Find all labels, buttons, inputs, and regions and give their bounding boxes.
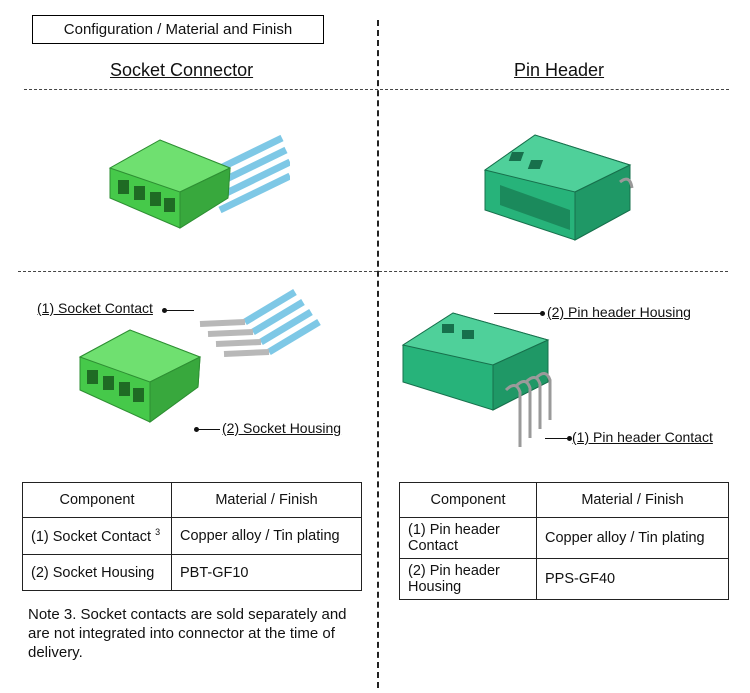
- callout-leader: [196, 429, 220, 430]
- column-header: Material / Finish: [171, 482, 362, 518]
- callout-dot: [540, 311, 545, 316]
- callout-leader: [494, 313, 544, 314]
- footnote: Note 3. Socket contacts are sold separat…: [28, 606, 347, 661]
- horizontal-divider-top: [24, 89, 729, 90]
- pin-header-heading: Pin Header: [514, 60, 605, 80]
- socket-contact-callout: (1) Socket Contact: [37, 300, 153, 316]
- table-row: (2) Socket Housing PBT-GF10: [22, 554, 362, 591]
- column-header: Material / Finish: [536, 482, 729, 518]
- table-cell: Copper alloy / Tin plating: [536, 517, 729, 559]
- table-cell: (2) Socket Housing: [22, 554, 172, 591]
- pin-header-exploded-image: [401, 312, 552, 447]
- pin-header-contact-callout: (1) Pin header Contact: [572, 429, 713, 445]
- table-cell: (1) Pin header Contact: [399, 517, 537, 559]
- pin-header-material-table: Component Material / Finish (1) Pin head…: [399, 482, 729, 600]
- callout-leader: [545, 438, 569, 439]
- pin-header-housing-callout: (2) Pin header Housing: [547, 304, 691, 320]
- table-cell: PPS-GF40: [536, 558, 729, 600]
- table-header-row: Component Material / Finish: [22, 482, 362, 518]
- vertical-divider: [377, 20, 379, 688]
- footnote-marker: 3: [155, 527, 161, 538]
- table-cell: (2) Pin header Housing: [399, 558, 537, 600]
- callout-dot: [567, 436, 572, 441]
- table-cell: (1) Socket Contact 3: [22, 517, 172, 555]
- socket-exploded-image: [78, 288, 321, 423]
- table-row: (2) Pin header Housing PPS-GF40: [399, 558, 729, 600]
- table-header-row: Component Material / Finish: [399, 482, 729, 518]
- socket-material-table: Component Material / Finish (1) Socket C…: [22, 482, 362, 591]
- callout-dot: [162, 308, 167, 313]
- component-name: (1) Socket Contact: [31, 528, 152, 545]
- column-header: Component: [22, 482, 172, 518]
- socket-housing-callout: (2) Socket Housing: [222, 420, 342, 436]
- callout-leader: [164, 310, 194, 311]
- socket-connector-heading: Socket Connector: [110, 60, 254, 80]
- table-row: (1) Pin header Contact Copper alloy / Ti…: [399, 517, 729, 559]
- table-cell: Copper alloy / Tin plating: [171, 517, 362, 555]
- socket-connector-image: [108, 134, 290, 229]
- callout-dot: [194, 427, 199, 432]
- table-row: (1) Socket Contact 3 Copper alloy / Tin …: [22, 517, 362, 555]
- table-cell: PBT-GF10: [171, 554, 362, 591]
- column-header: Component: [399, 482, 537, 518]
- pin-header-image: [483, 134, 634, 241]
- horizontal-divider-middle: [18, 271, 728, 272]
- section-title: Configuration / Material and Finish: [32, 15, 324, 44]
